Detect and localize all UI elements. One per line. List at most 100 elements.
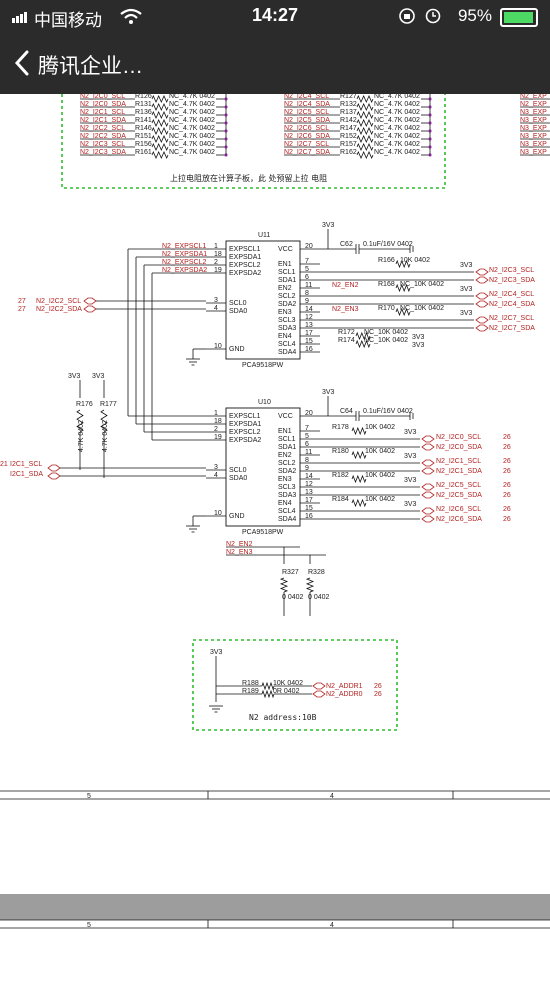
power-label: 3V3 (460, 286, 473, 293)
status-bar: 中国移动 14:27 95% (0, 0, 550, 32)
resistor-symbol (351, 450, 367, 460)
resistor-value: NC_4.7K 0402 (374, 101, 420, 108)
offpage-connector (475, 300, 489, 308)
power-label: 3V3 (412, 334, 425, 341)
pin-number: 3 (214, 297, 218, 304)
resistor-ref: R151 (135, 133, 152, 140)
offpage-connector (421, 507, 435, 515)
resistor-ref: R170 (378, 305, 395, 312)
offpage-connector (421, 443, 435, 451)
pin-name: EN2 (278, 452, 292, 459)
power-label: 3V3 (404, 453, 417, 460)
pin-name: EN4 (278, 500, 292, 507)
offpage-connector (421, 483, 435, 491)
cap-ref: C64 (340, 408, 353, 415)
battery-icon (500, 8, 538, 27)
resistor-symbol (356, 119, 374, 127)
resistor-value: NC_4.7K 0402 (169, 141, 215, 148)
chevron-left-icon[interactable] (14, 50, 30, 76)
resistor-symbol (351, 426, 367, 436)
input-net-label: N2_I2C2_SDA (36, 306, 82, 313)
pullup-net-label: N3_EXP (520, 133, 547, 140)
pin-number: 16 (305, 513, 313, 520)
offpage-connector (421, 459, 435, 467)
pullup-net-label: N2_I2C5_SDA (284, 117, 330, 124)
power-label: 3V3 (322, 222, 335, 229)
pin-name: EXPSDA1 (229, 254, 261, 261)
pullup-net-label: N2_I2C1_SCL (80, 109, 125, 116)
page-ref: 26 (503, 482, 511, 489)
pin-number: 11 (305, 449, 312, 456)
pin-number: 2 (214, 426, 218, 433)
power-label: 3V3 (92, 373, 105, 380)
pin-name: GND (229, 513, 245, 520)
resistor-value: NC_4.7K 0402 (169, 117, 215, 124)
offpage-connector (475, 316, 489, 324)
offpage-connector (475, 292, 489, 300)
page-ref: 26 (503, 492, 511, 499)
battery-percent: 95% (457, 6, 492, 25)
resistor-value: 4.7K 0402 (78, 420, 85, 452)
resistor-value: 0 0402 (308, 594, 330, 601)
resistor-symbol (356, 111, 374, 119)
resistor-ref: R166 (378, 257, 395, 264)
page-ref: 21 (0, 461, 8, 468)
offpage-connector (475, 268, 489, 276)
resistor-symbol (356, 135, 374, 143)
power-label: 3V3 (460, 310, 473, 317)
pin-name: SDA2 (278, 301, 296, 308)
resistor-value: NC_10K 0402 (400, 281, 444, 288)
pin-name: EXPSCL2 (229, 262, 261, 269)
resistor-value: NC_4.7K 0402 (374, 133, 420, 140)
page-ref: 26 (503, 434, 511, 441)
pin-number: 19 (214, 434, 222, 441)
power-label: 3V3 (412, 342, 425, 349)
chip-body (225, 240, 301, 360)
pullup-net-label: N2_I2C5_SCL (284, 109, 329, 116)
resistor-value: 4.7K 0402 (102, 420, 109, 452)
exp-net-label: N2_EXPSCL1 (162, 243, 206, 250)
resistor-symbol (355, 331, 371, 341)
output-net-label: N2_I2C3_SCL (489, 267, 534, 274)
pin-name: EXPSCL1 (229, 246, 261, 253)
offpage-connector (475, 276, 489, 284)
pin-number: 7 (305, 425, 309, 432)
pin-number: 6 (305, 441, 309, 448)
resistor-ref: R157 (340, 141, 357, 148)
pin-number: 2 (214, 259, 218, 266)
resistor-value: NC_10K 0402 (364, 329, 408, 336)
resistor-ref: R184 (332, 496, 349, 503)
cap-value: 0.1uF/16V 0402 (363, 241, 413, 248)
address-region-frame (192, 639, 398, 731)
input-net-label: N2_I2C2_SCL (36, 298, 81, 305)
resistor-symbol (100, 409, 108, 433)
pin-name: EN1 (278, 261, 292, 268)
pin-number: 11 (305, 282, 312, 289)
resistor-symbol (356, 127, 374, 135)
pin-name: EN4 (278, 333, 292, 340)
pullup-net-label: N2_I2C1_SDA (80, 117, 126, 124)
resistor-symbol (395, 259, 411, 269)
output-net-label: N2_I2C6_SCL (436, 506, 481, 513)
pullup-net-label: N2_EXP (520, 101, 547, 108)
frame-col-5-next: 5 (87, 922, 91, 929)
output-net-label: N2_I2C4_SCL (489, 291, 534, 298)
output-net-label: N2_I2C3_SDA (489, 277, 535, 284)
resistor-value: NC_4.7K 0402 (374, 149, 420, 156)
pin-number: 10 (214, 343, 222, 350)
resistor-ref: R147 (340, 125, 357, 132)
resistor-value: NC_4.7K 0402 (169, 133, 215, 140)
pullup-net-label: N2_I2C3_SCL (80, 141, 125, 148)
cap-value: 0.1uF/16V 0402 (363, 408, 413, 415)
pin-name: EXPSDA2 (229, 437, 261, 444)
cap-ref: C62 (340, 241, 353, 248)
output-net-label: N2_I2C1_SDA (436, 468, 482, 475)
pullup-net-label: N2_I2C4_SCL (284, 94, 329, 100)
resistor-value: NC_4.7K 0402 (374, 141, 420, 148)
pullup-net-label: N3_EXP (520, 109, 547, 116)
resistor-ref: R146 (135, 125, 152, 132)
pin-number: 15 (305, 505, 313, 512)
en-net-label: N2_EN2 (226, 541, 253, 548)
